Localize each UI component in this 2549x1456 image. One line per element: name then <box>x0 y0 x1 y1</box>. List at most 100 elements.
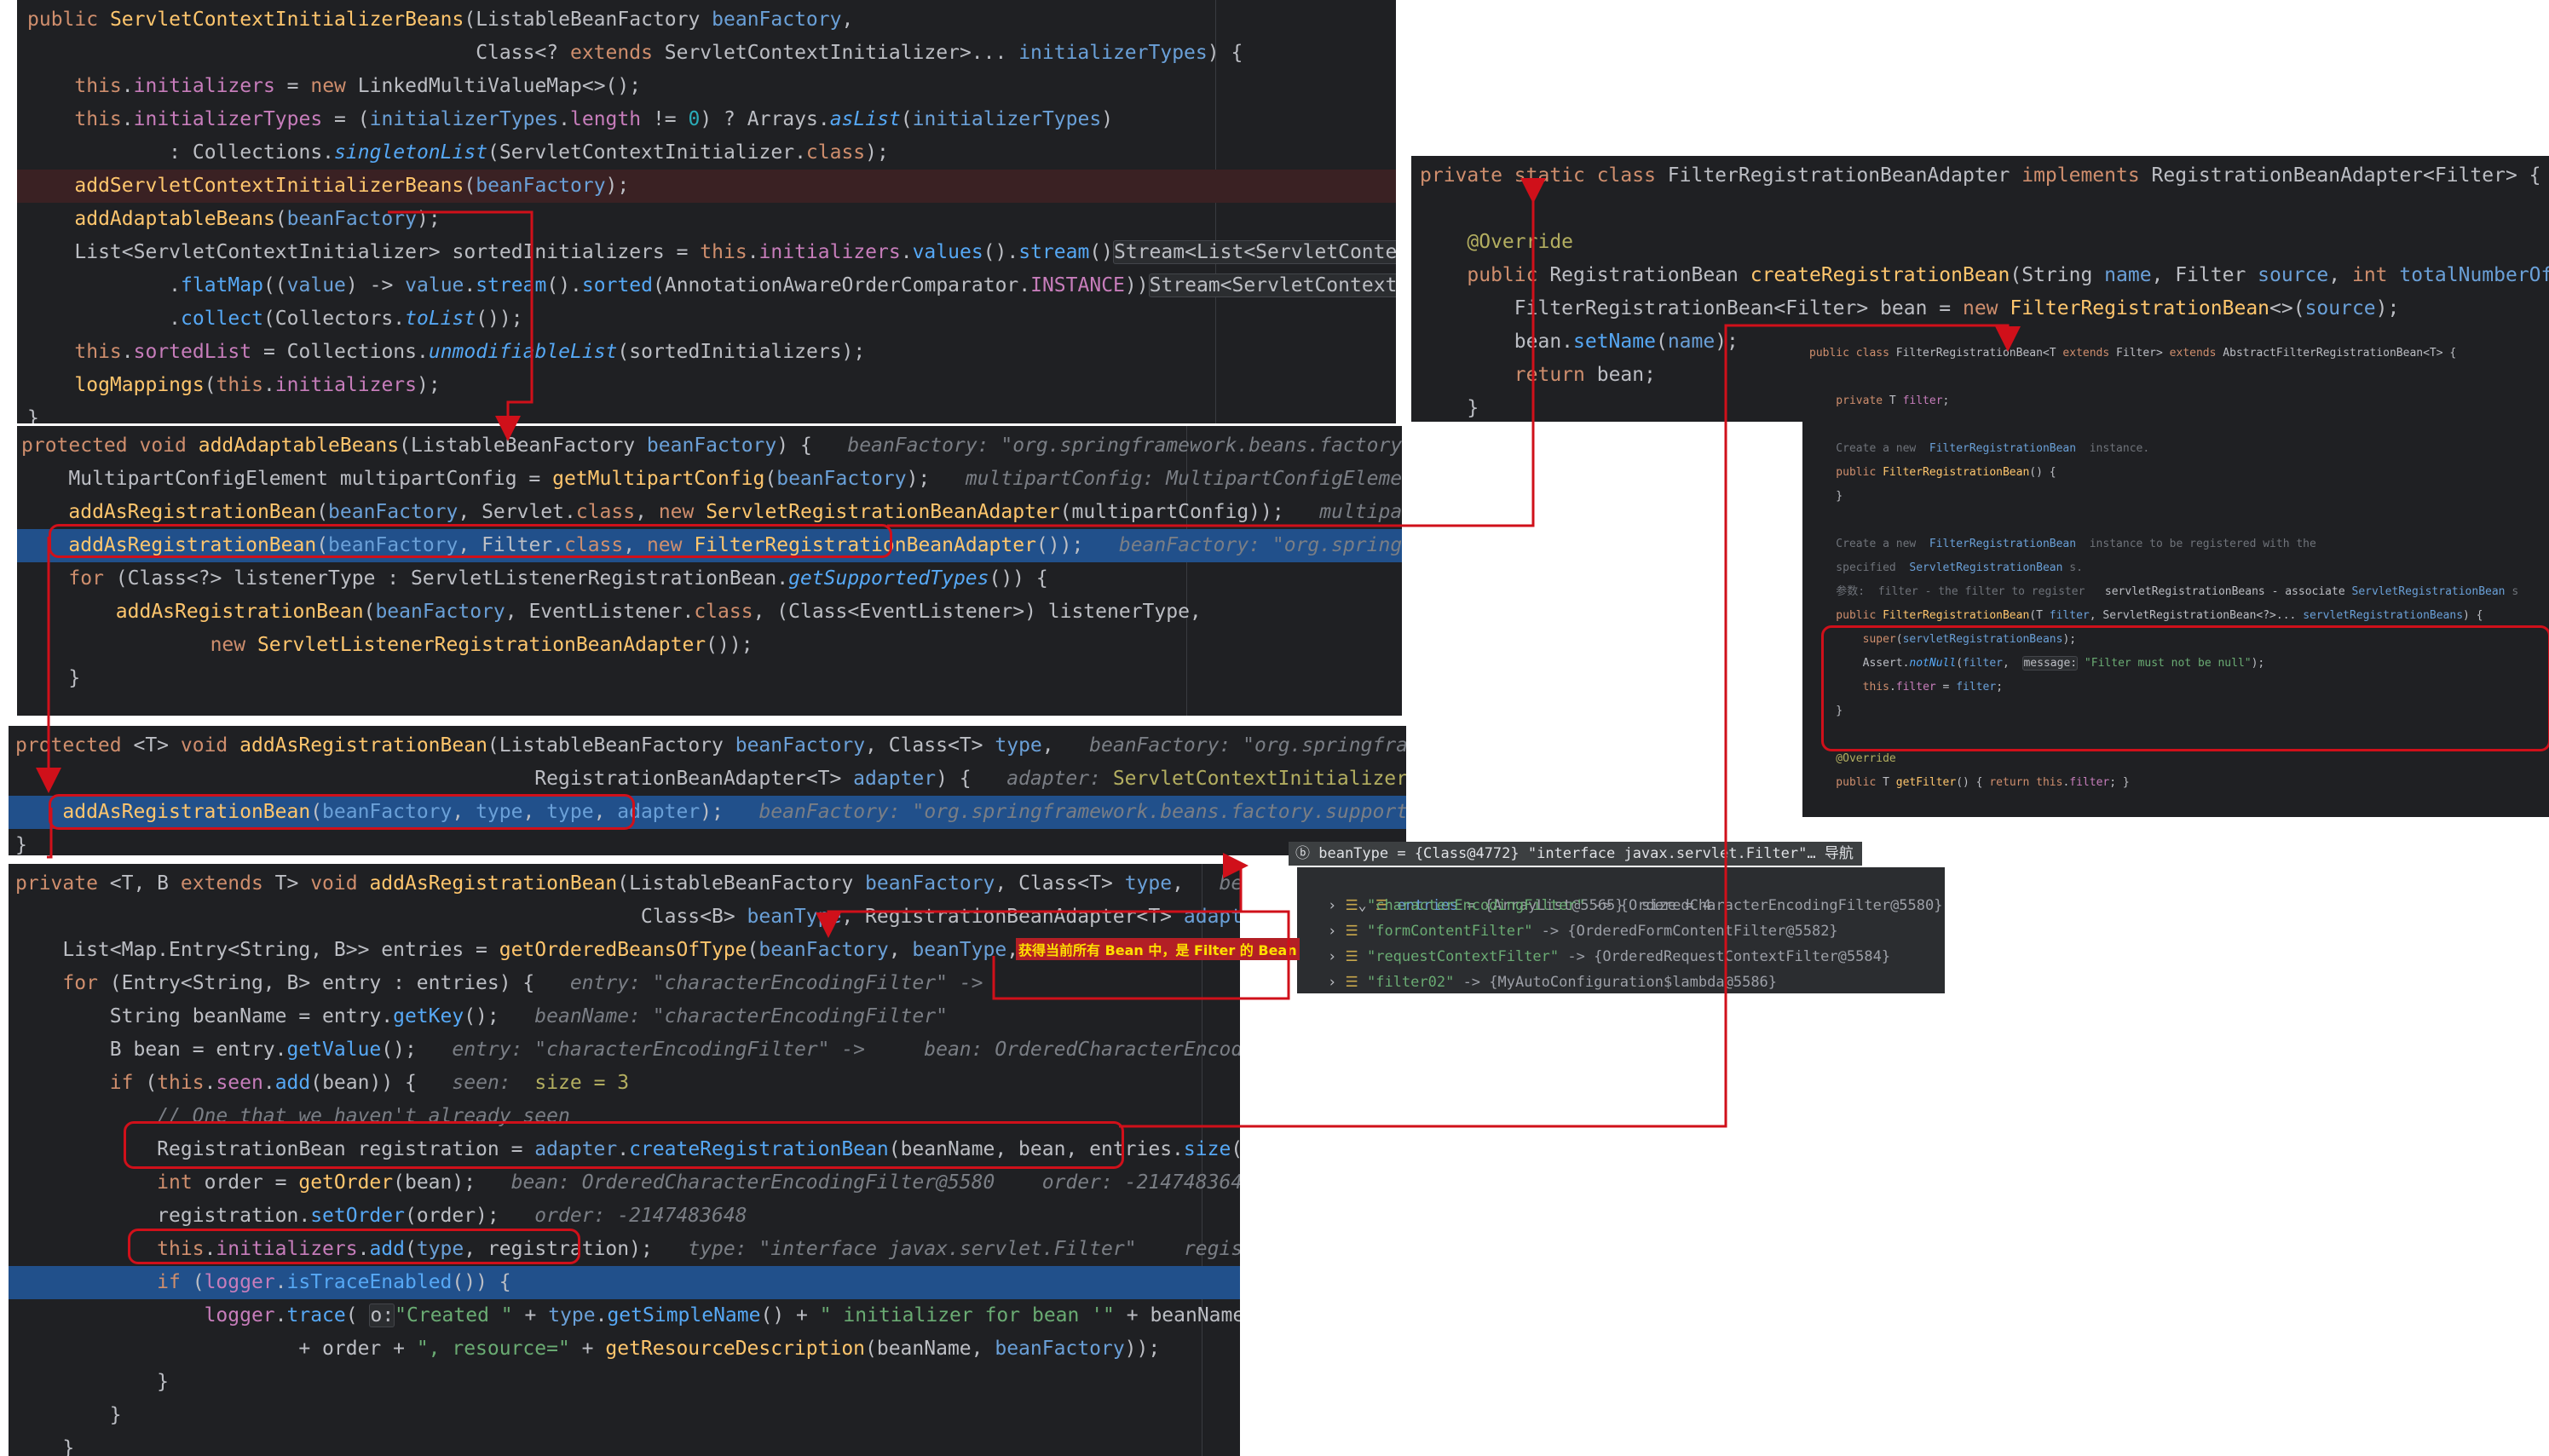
collapse-chevron-icon[interactable]: ⌄ <box>1358 897 1375 914</box>
code-token: . <box>204 1238 216 1260</box>
code-token: String beanName = entry. <box>15 1005 394 1027</box>
code-line: for (Class<?> listenerType : ServletList… <box>17 562 1402 596</box>
code-token: initializerTypes <box>369 108 559 130</box>
code-line: : Collections.singletonList(ServletConte… <box>17 136 1396 170</box>
code-token: ); <box>700 801 759 823</box>
code-token: (sortedInitializers); <box>617 341 866 363</box>
code-token: ; <box>1996 681 2004 693</box>
code-token: add <box>369 1238 405 1260</box>
code-token: ( <box>900 108 913 130</box>
code-token: filter <box>1902 394 1943 407</box>
code-token: s. <box>2062 561 2083 574</box>
code-line: this.filter = filter; <box>1802 676 2549 699</box>
code-token: ( <box>1655 331 1668 353</box>
tree-row-entry[interactable]: › ☰ "formContentFilter" -> {OrderedFormC… <box>1297 918 1945 944</box>
tree-row-entry[interactable]: › ☰ "filter02" -> {MyAutoConfiguration$l… <box>1297 970 1945 993</box>
code-token: implements <box>2021 164 2152 187</box>
code-token: addAsRegistrationBean <box>68 534 317 556</box>
code-token: . <box>27 274 182 296</box>
code-token: value <box>286 274 346 296</box>
entry-icon: ☰ <box>1345 897 1367 914</box>
tree-row-entries[interactable]: ⌄ ☰ entries = {ArrayList@5565} size = 4 <box>1297 867 1945 914</box>
code-token: filter <box>2069 776 2110 789</box>
code-token: (multipartConfig)); <box>1059 501 1320 523</box>
code-line: } <box>17 402 1396 423</box>
code-token: beanFactory <box>646 434 777 457</box>
code-token: int <box>2351 264 2400 286</box>
code-token: this <box>157 1072 205 1094</box>
code-token: extends <box>569 42 665 64</box>
code-token: addAsRegistrationBean <box>115 601 364 623</box>
code-token: sorted <box>581 274 653 296</box>
code-line: private <T, B extends T> void addAsRegis… <box>9 867 1240 901</box>
code-token: Stream<List<ServletContextInitializer>> <box>1113 240 1396 264</box>
expand-chevron-icon[interactable]: › <box>1328 974 1346 991</box>
code-token: beanFactory <box>776 468 907 490</box>
code-token: beanFactory <box>865 872 995 895</box>
code-token: createRegistrationBean <box>1750 264 2010 286</box>
code-token: source <box>2258 264 2329 286</box>
code-line: this.sortedList = Collections.unmodifiab… <box>17 336 1396 369</box>
code-token: } <box>15 1404 122 1426</box>
code-line: logger.trace( o:"Created " + type.getSim… <box>9 1299 1240 1332</box>
code-token: FilterRegistrationBean <box>2010 297 2270 319</box>
code-token: = <box>274 75 311 97</box>
expand-chevron-icon[interactable]: › <box>1328 897 1346 914</box>
list-icon: ☰ <box>1375 897 1398 914</box>
code-token: instance to be registered with the <box>2076 538 2316 550</box>
code-token: flatMap <box>181 274 263 296</box>
code-token: ) { <box>1207 42 1243 64</box>
code-line: int order = getOrder(bean); bean: Ordere… <box>9 1166 1240 1200</box>
code-token: . <box>121 108 134 130</box>
code-token: , Filter. <box>458 534 564 556</box>
code-token: = Collections. <box>251 341 429 363</box>
code-token: ( <box>363 601 376 623</box>
code-token: )); <box>1124 1338 1161 1360</box>
code-token: new <box>1962 297 2010 319</box>
expand-chevron-icon[interactable]: › <box>1328 948 1346 965</box>
code-token: } <box>1420 397 1479 419</box>
code-token: (bean); <box>393 1171 511 1194</box>
code-token: class <box>575 501 636 523</box>
code-line: Class<? extends ServletContextInitialize… <box>17 37 1396 70</box>
code-line: Create a new FilterRegistrationBean inst… <box>1802 437 2549 461</box>
code-token: type <box>546 801 594 823</box>
code-line: addAsRegistrationBean(beanFactory, Servl… <box>17 496 1402 529</box>
code-token: beanFactory <box>712 9 842 31</box>
code-token: adapter <box>617 801 701 823</box>
code-token: private <box>15 872 110 895</box>
code-token: public <box>1420 264 1550 286</box>
code-token: size = 3 <box>534 1072 630 1094</box>
code-token: adapter: <box>1006 768 1113 790</box>
code-line: this.initializerTypes = (initializerType… <box>17 103 1396 136</box>
code-token: , EventListener. <box>505 601 695 623</box>
code-line: registration.setOrder(order); order: -21… <box>9 1200 1240 1233</box>
code-token: logger <box>204 1271 275 1293</box>
code-token: sortedList <box>133 341 252 363</box>
right-margin-guide <box>1215 0 1216 423</box>
code-line: } <box>17 662 1402 695</box>
code-token: instance. <box>2076 442 2150 455</box>
code-token: value <box>405 274 464 296</box>
code-token: , <box>841 9 854 31</box>
code-token: " initializer for bean '" <box>819 1304 1115 1327</box>
code-token: beanFactory <box>758 939 889 961</box>
code-token: + beanName + <box>1126 1304 1240 1327</box>
code-token: int <box>157 1171 205 1194</box>
code-line: public FilterRegistrationBean(T filter, … <box>1802 604 2549 628</box>
tree-row-entry[interactable]: › ☰ "characterEncodingFilter" -> {Ordere… <box>1297 893 1945 918</box>
code-panel-addasregistrationbean-generic: private <T, B extends T> void addAsRegis… <box>9 864 1240 1456</box>
tree-row-entry[interactable]: › ☰ "requestContextFilter" -> {OrderedRe… <box>1297 944 1945 970</box>
debugger-header[interactable]: ⓑ beanType = {Class@4772} "interface jav… <box>1289 842 1862 866</box>
code-token: ) { <box>2463 609 2483 622</box>
code-token: MultipartConfigElement multipartConfig = <box>21 468 553 490</box>
code-line: public ServletContextInitializerBeans(Li… <box>17 3 1396 37</box>
code-token: Create a new <box>1809 442 1929 455</box>
expand-chevron-icon[interactable]: › <box>1328 923 1346 940</box>
code-token: , Servlet. <box>458 501 576 523</box>
code-token: order: -2147483648 <box>534 1205 747 1227</box>
code-token: addAsRegistrationBean <box>68 501 317 523</box>
annotation-note: 获得当前所有 Bean 中，是 Filter 的 Bean <box>1016 938 1300 960</box>
entry-key: "formContentFilter" <box>1366 923 1533 940</box>
code-token: entry: "characterEncodingFilter" -> bean… <box>452 1039 1240 1061</box>
